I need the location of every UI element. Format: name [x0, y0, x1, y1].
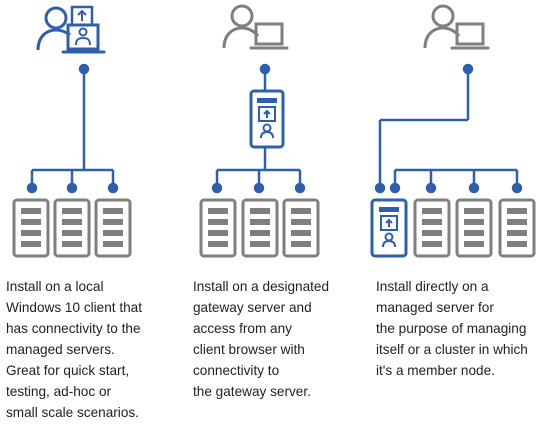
description-line: managed servers. — [6, 342, 115, 357]
description-line: the gateway server. — [193, 384, 311, 399]
managed-server-description: Install directly on a managed server for… — [376, 276, 543, 381]
local-client-description: Install on a local Windows 10 client tha… — [6, 276, 176, 423]
managed-server-icon — [53, 198, 91, 258]
description-line: it's a member node. — [376, 363, 495, 378]
managed-server-icon — [413, 198, 451, 258]
managed-server-icon — [94, 198, 132, 258]
description-line: has connectivity to the — [6, 321, 141, 336]
description-line: itself or a cluster in which — [376, 342, 528, 357]
description-line: the purpose of managing — [376, 321, 527, 336]
gateway-server-icon — [249, 89, 285, 149]
managed-server-icon — [12, 198, 50, 258]
description-line: access from any — [193, 321, 292, 336]
gateway-server-scenario — [199, 4, 320, 258]
network-connection — [374, 63, 523, 194]
description-line: Install directly on a — [376, 279, 489, 294]
admin-user-laptop-icon — [36, 5, 106, 54]
managed-server-with-app-icon — [370, 198, 408, 258]
description-line: gateway server and — [193, 300, 312, 315]
description-line: Windows 10 client that — [6, 300, 143, 315]
description-line: client browser with — [193, 342, 305, 357]
managed-server-icon — [241, 198, 279, 258]
description-line: Install on a designated — [193, 279, 330, 294]
local-client-scenario — [12, 5, 132, 258]
network-connection — [26, 63, 119, 194]
managed-server-icon — [498, 198, 536, 258]
browser-user-laptop-icon — [423, 4, 490, 50]
description-line: connectivity to — [193, 363, 280, 378]
gateway-server-description: Install on a designated gateway server a… — [193, 276, 363, 402]
managed-server-icon — [282, 198, 320, 258]
description-line: small scale scenarios. — [6, 405, 139, 420]
description-line: managed server for — [376, 300, 494, 315]
managed-server-icon — [199, 198, 237, 258]
deployment-diagram — [12, 4, 536, 258]
description-line: testing, ad-hoc or — [6, 384, 112, 399]
managed-server-icon — [455, 198, 493, 258]
description-line: Install on a local — [6, 279, 104, 294]
network-connection — [211, 63, 306, 194]
browser-user-laptop-icon — [222, 4, 289, 50]
managed-server-scenario — [370, 4, 536, 258]
description-line: Great for quick start, — [6, 363, 130, 378]
